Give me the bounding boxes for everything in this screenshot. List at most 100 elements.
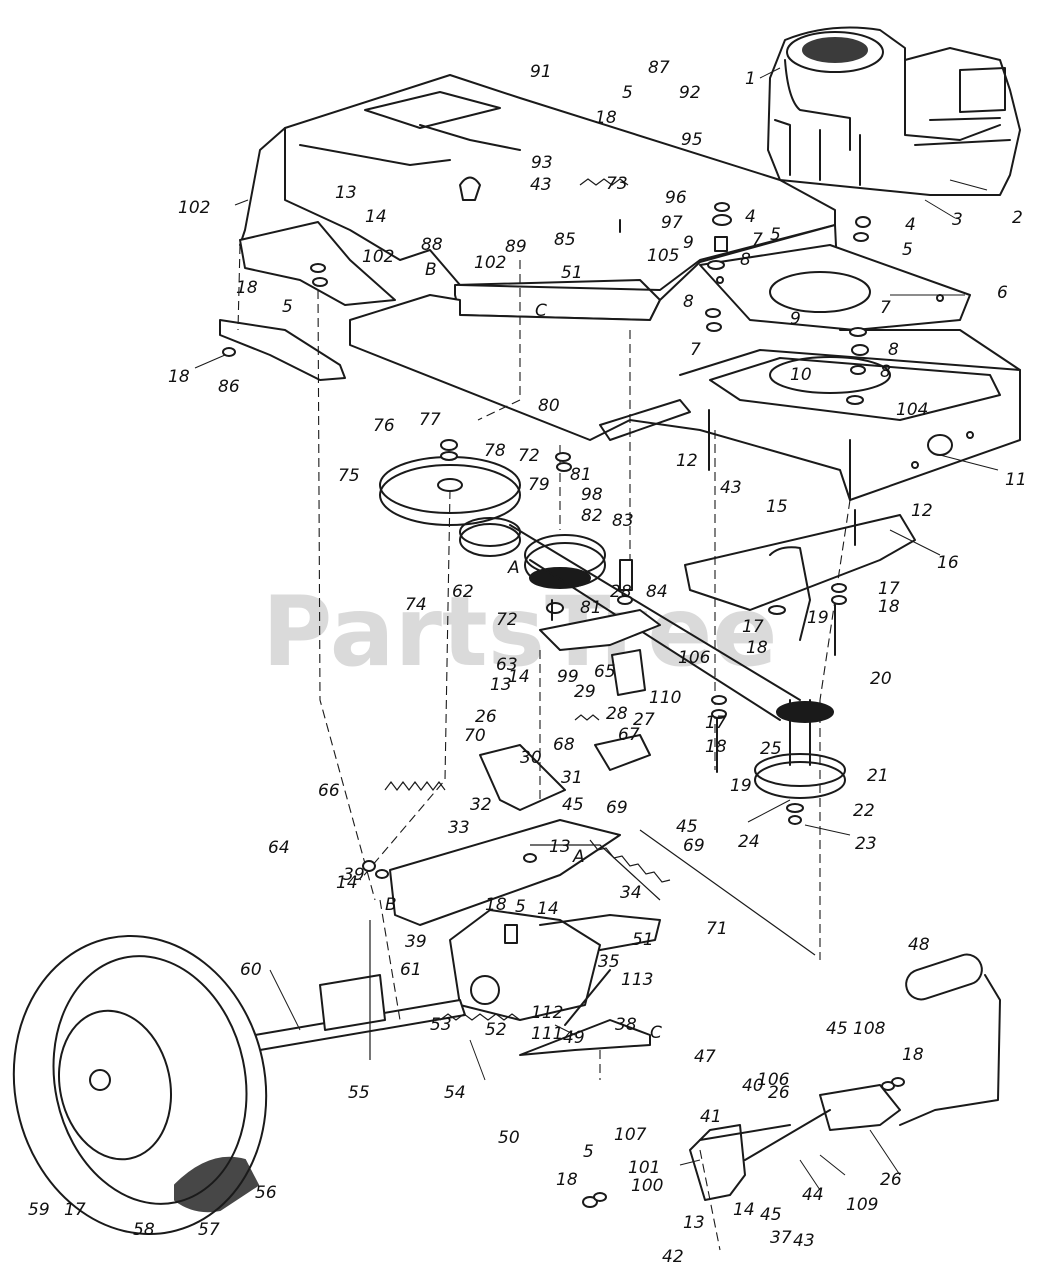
callout-60: 60 <box>240 960 262 980</box>
callout-88: 88 <box>421 235 443 255</box>
callout-97: 97 <box>661 213 683 233</box>
callout-18i: 18 <box>902 1045 924 1065</box>
callout-49: 49 <box>563 1028 585 1048</box>
callout-5e: 5 <box>515 897 526 917</box>
callout-28b: 28 <box>606 704 628 724</box>
callout-106: 106 <box>678 648 711 668</box>
callout-19b: 19 <box>730 776 752 796</box>
callout-101: 101 <box>628 1158 660 1178</box>
callout-62: 62 <box>452 582 474 602</box>
callout-64: 64 <box>268 838 290 858</box>
callout-24: 24 <box>738 832 760 852</box>
callout-11: 11 <box>1005 470 1027 490</box>
callout-17b: 17 <box>742 617 764 637</box>
callout-13c: 13 <box>549 837 571 857</box>
callout-110: 110 <box>649 688 681 708</box>
callout-87: 87 <box>648 58 670 78</box>
callout-43b: 43 <box>720 478 742 498</box>
callout-63: 63 <box>496 655 518 675</box>
callout-107: 107 <box>614 1125 647 1145</box>
callout-C: C <box>535 301 547 321</box>
callout-14e: 14 <box>733 1200 755 1220</box>
callout-8d: 8 <box>880 362 891 382</box>
callout-83: 83 <box>612 511 634 531</box>
callout-79: 79 <box>528 475 550 495</box>
callout-13d: 13 <box>683 1213 705 1233</box>
callout-16: 16 <box>937 553 959 573</box>
callout-68: 68 <box>553 735 575 755</box>
callout-4b: 4 <box>905 215 916 235</box>
callout-76: 76 <box>373 416 395 436</box>
callout-39: 39 <box>343 865 365 885</box>
callout-14b: 14 <box>508 667 530 687</box>
callout-74: 74 <box>405 595 427 615</box>
rear-wheel <box>12 934 268 1236</box>
callout-5c: 5 <box>902 240 913 260</box>
callout-13b: 13 <box>490 675 512 695</box>
callout-43c: 43 <box>793 1231 815 1251</box>
callout-71: 71 <box>706 919 728 939</box>
callout-102b: 102 <box>362 247 394 267</box>
callout-21: 21 <box>867 766 889 786</box>
callout-14d: 14 <box>537 899 559 919</box>
callout-26: 26 <box>475 707 497 727</box>
callout-85: 85 <box>554 230 576 250</box>
callout-4: 4 <box>745 207 756 227</box>
callout-86: 86 <box>218 377 240 397</box>
left-side-panel <box>219 221 396 381</box>
callout-18c: 18 <box>168 367 190 387</box>
callout-15: 15 <box>766 497 788 517</box>
bracket-16 <box>684 514 916 641</box>
callout-51: 51 <box>561 263 583 283</box>
callout-22: 22 <box>853 801 875 821</box>
callout-14: 14 <box>365 207 387 227</box>
callout-73: 73 <box>606 174 628 194</box>
callout-18h: 18 <box>556 1170 578 1190</box>
leader-lines <box>194 67 999 1191</box>
callout-59: 59 <box>28 1200 50 1220</box>
callout-45c: 45 <box>826 1019 848 1039</box>
callout-8b: 8 <box>683 292 694 312</box>
callout-7c: 7 <box>690 340 701 360</box>
callout-69: 69 <box>606 798 628 818</box>
callout-9: 9 <box>683 233 694 253</box>
callout-8: 8 <box>740 250 751 270</box>
callout-25: 25 <box>760 739 782 759</box>
transaxle <box>449 909 661 1021</box>
brake-linkage <box>519 969 901 1201</box>
callout-7b: 7 <box>880 298 891 318</box>
callout-14c: 14 <box>336 873 358 893</box>
callout-99: 99 <box>557 667 579 687</box>
callout-17d: 17 <box>64 1200 86 1220</box>
callout-58: 58 <box>133 1220 155 1240</box>
callout-34: 34 <box>620 883 642 903</box>
callout-5f: 5 <box>583 1142 594 1162</box>
callout-80: 80 <box>538 396 560 416</box>
callout-7: 7 <box>752 230 763 250</box>
callout-18e: 18 <box>746 638 768 658</box>
callout-A: A <box>507 558 520 578</box>
callout-55: 55 <box>348 1083 370 1103</box>
callout-2: 2 <box>1012 208 1023 228</box>
callout-112: 112 <box>531 1003 563 1023</box>
callout-12b: 12 <box>911 501 933 521</box>
callout-66: 66 <box>318 781 340 801</box>
callout-18: 18 <box>595 108 617 128</box>
callout-81: 81 <box>570 465 592 485</box>
callout-95: 95 <box>681 130 703 150</box>
engine <box>767 26 1021 196</box>
callout-92: 92 <box>679 83 701 103</box>
watermark: PartsTree <box>262 576 777 688</box>
callout-26c: 26 <box>880 1170 902 1190</box>
callout-102: 102 <box>178 198 210 218</box>
callout-30: 30 <box>520 748 542 768</box>
bracket-33 <box>389 819 621 926</box>
callout-54: 54 <box>444 1083 466 1103</box>
callout-18f: 18 <box>705 737 727 757</box>
linkage-30-67 <box>479 734 651 811</box>
callout-108: 108 <box>853 1019 886 1039</box>
callout-35: 35 <box>598 952 620 972</box>
rods <box>369 829 816 1060</box>
callout-5d: 5 <box>282 297 293 317</box>
